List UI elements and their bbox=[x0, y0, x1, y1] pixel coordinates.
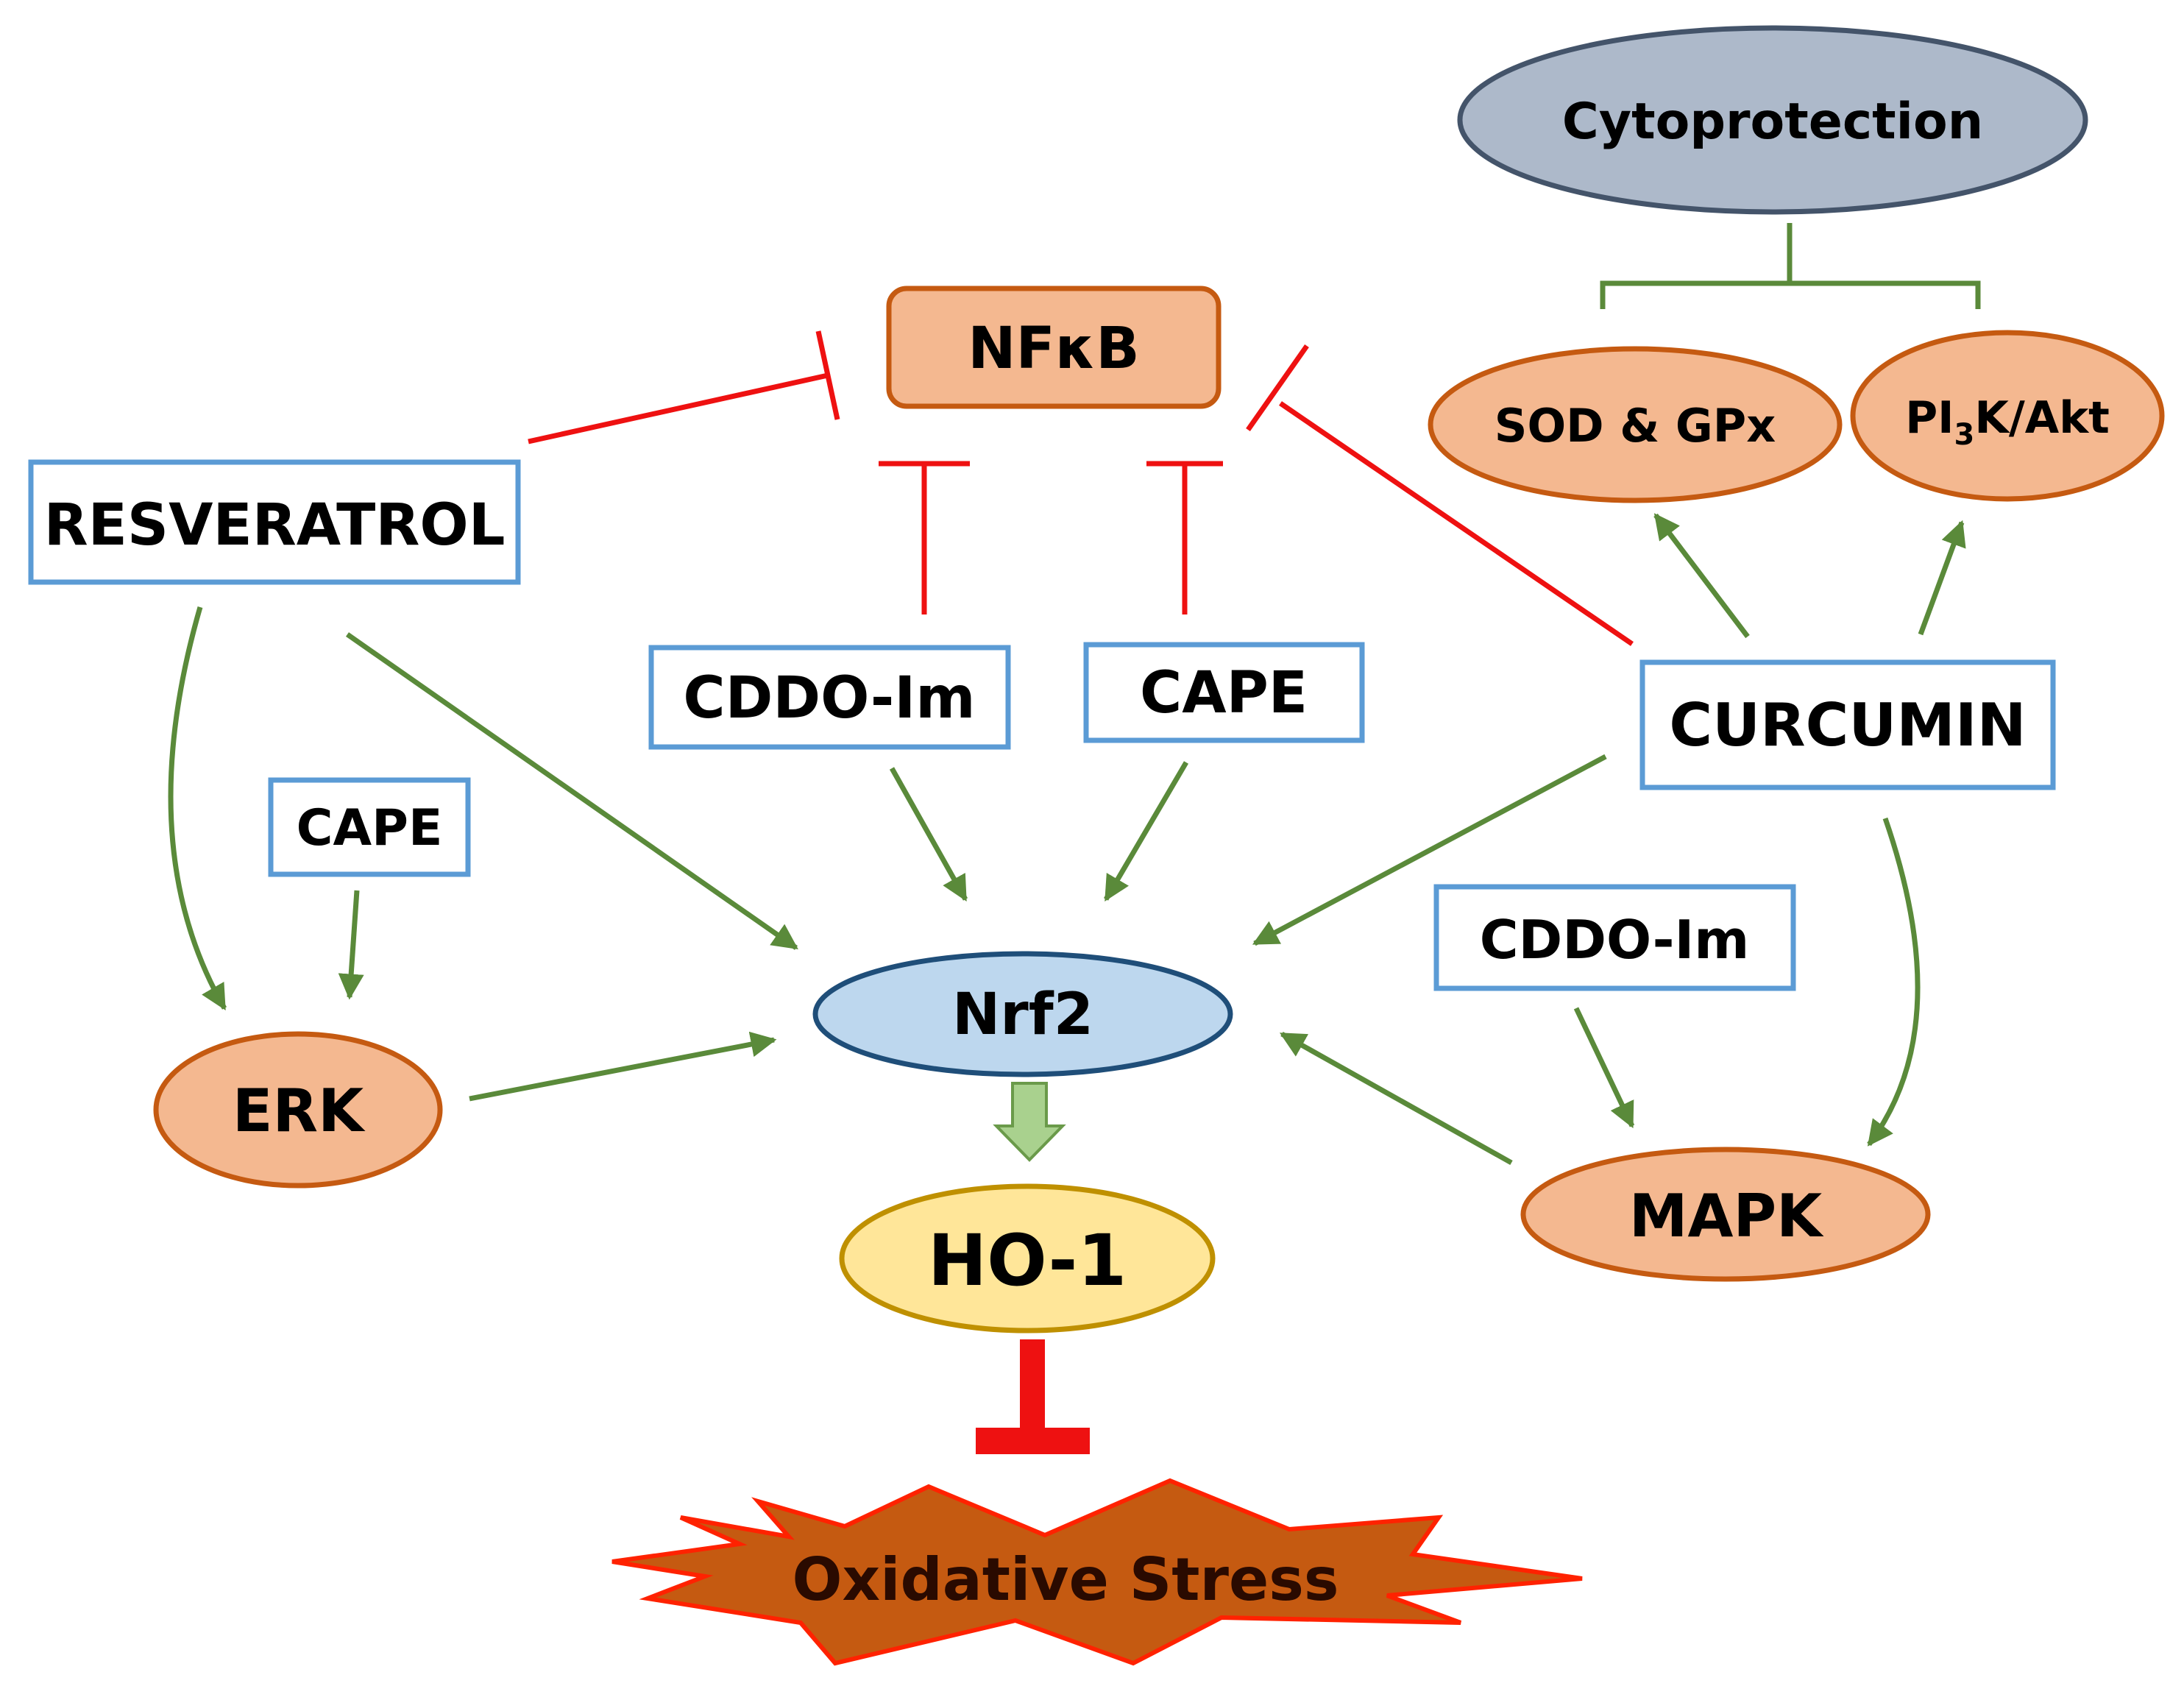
arrow-erk-nrf2 bbox=[469, 1031, 777, 1102]
inhibit-bar-curcumin-nfkb bbox=[1246, 344, 1309, 432]
arrow-curcumin-pi3k bbox=[1918, 520, 1966, 636]
cape-top-box bbox=[1083, 642, 1365, 743]
inhibit-curcumin-nfkb bbox=[1279, 401, 1634, 646]
arrow-resveratrol-nrf2 bbox=[345, 632, 798, 950]
arrow-curcumin-sod bbox=[1653, 513, 1750, 639]
arrow-cape-nrf2 bbox=[1103, 761, 1189, 902]
nfkb-node bbox=[886, 286, 1222, 409]
cddo-im-right-box bbox=[1433, 884, 1796, 991]
cddo-im-top-label: CDDO-Im bbox=[683, 665, 975, 732]
ho1-node bbox=[839, 1183, 1216, 1333]
oxidative-stress-burst bbox=[611, 1478, 1583, 1666]
curcumin-box bbox=[1639, 659, 2056, 790]
cape-top-label: CAPE bbox=[1140, 660, 1308, 726]
inhibit-bar-resveratrol-nfkb bbox=[815, 330, 840, 420]
inhibit-ho1-oxidative-stress bbox=[976, 1339, 1090, 1454]
arrow-nrf2-ho1 bbox=[993, 1082, 1066, 1162]
arrow-resveratrol-erk bbox=[168, 606, 227, 1011]
cytoprotection-label: Cytoprotection bbox=[1562, 93, 1983, 151]
mapk-node bbox=[1520, 1147, 1931, 1282]
cddo-im-top-box bbox=[648, 645, 1011, 750]
inhibit-resveratrol-nfkb bbox=[528, 372, 829, 444]
pi3k-akt-label: PI3K/Akt bbox=[1905, 392, 2110, 452]
resveratrol-box bbox=[28, 459, 521, 585]
arrow-cape-erk bbox=[338, 890, 364, 1000]
ho1-label: HO-1 bbox=[928, 1219, 1127, 1302]
cytoprotection-bracket bbox=[1600, 223, 1981, 309]
arrow-cddo-mapk bbox=[1573, 1007, 1635, 1129]
erk-node bbox=[153, 1031, 443, 1189]
cape-left-box bbox=[268, 777, 471, 877]
nrf2-label: Nrf2 bbox=[952, 982, 1093, 1048]
oxidative-stress-label: Oxidative Stress bbox=[792, 1545, 1339, 1614]
nrf2-node bbox=[812, 951, 1233, 1077]
activation-edges bbox=[168, 513, 1966, 1166]
arrow-curcumin-nrf2 bbox=[1252, 754, 1607, 946]
resveratrol-label: RESVERATROL bbox=[44, 492, 506, 559]
nfkb-label: NFκB bbox=[968, 316, 1139, 382]
cape-left-label: CAPE bbox=[297, 799, 443, 857]
cddo-im-right-label: CDDO-Im bbox=[1480, 909, 1750, 971]
pi3k-akt-node bbox=[1850, 330, 2165, 502]
arrow-curcumin-mapk bbox=[1867, 817, 1921, 1147]
cytoprotection-node bbox=[1457, 25, 2088, 215]
arrow-cddo-nrf2 bbox=[889, 767, 968, 902]
sod-gpx-node bbox=[1428, 346, 1843, 503]
erk-label: ERK bbox=[233, 1077, 366, 1145]
arrow-mapk-nrf2 bbox=[1279, 1031, 1513, 1166]
mapk-label: MAPK bbox=[1629, 1182, 1824, 1250]
curcumin-label: CURCUMIN bbox=[1669, 691, 2026, 759]
sod-gpx-label: SOD & GPx bbox=[1495, 399, 1776, 453]
inhibition-edges bbox=[528, 330, 1634, 646]
